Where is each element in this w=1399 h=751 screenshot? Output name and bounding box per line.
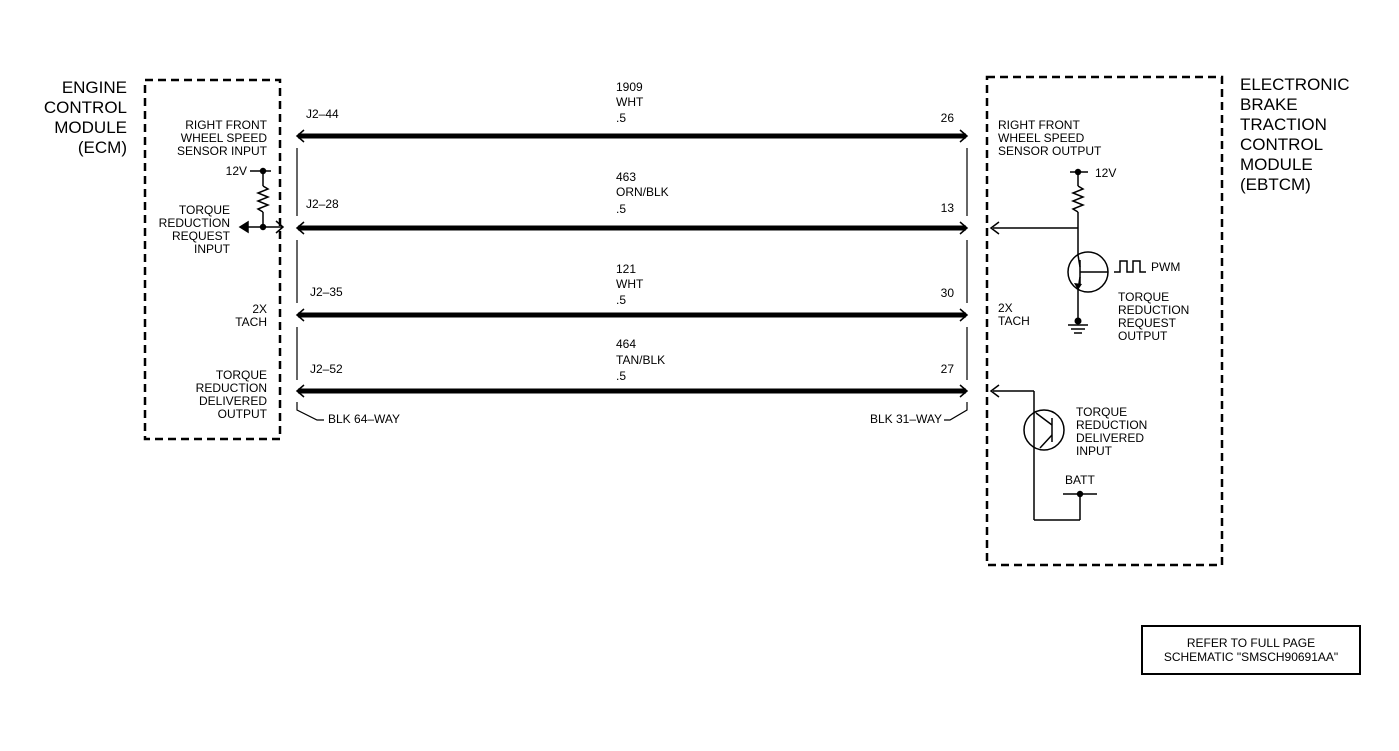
ecm-connector-label: BLK 64–WAY (328, 412, 400, 426)
wire-circuit-number: 1909 (616, 80, 643, 94)
ecm-pin-torque-request-label: REQUEST (172, 229, 231, 243)
ebtcm-pin-number: 26 (941, 111, 955, 125)
delivered-input-line: DELIVERED (1076, 431, 1144, 445)
wire-1909 (295, 129, 969, 143)
reference-line: REFER TO FULL PAGE (1187, 636, 1315, 650)
ebtcm-12v-label: 12V (1095, 166, 1116, 180)
ebtcm-pin-wheel-speed-label: WHEEL SPEED (998, 131, 1085, 145)
wire-circuit-number: 121 (616, 262, 636, 276)
emitter-arrow-icon (1074, 283, 1082, 290)
ebtcm-title-line: (EBTCM) (1240, 175, 1311, 194)
ebtcm-request-circuit (989, 171, 1146, 334)
ground-node (1074, 317, 1082, 325)
ecm-pin-torque-request-label: TORQUE (179, 203, 230, 217)
wire-gauge: .5 (616, 202, 626, 216)
delivered-input-line: REDUCTION (1076, 418, 1147, 432)
ecm-title-line: CONTROL (44, 98, 127, 117)
ebtcm-title: ELECTRONIC BRAKE TRACTION CONTROL MODULE… (1240, 75, 1350, 194)
ebtcm-request-output-label: TORQUE REDUCTION REQUEST OUTPUT (1118, 290, 1189, 343)
ecm-pin-torque-request-label: INPUT (194, 242, 231, 256)
ecm-pin-wheel-speed-label: SENSOR INPUT (177, 144, 268, 158)
ecm-splice-node (259, 223, 267, 231)
ecm-title-line: MODULE (54, 118, 127, 137)
ebtcm-pin-tach-label: 2X (998, 301, 1013, 315)
ecm-pin-number: J2–52 (310, 362, 343, 376)
wire-gauge: .5 (616, 111, 626, 125)
wire-color: WHT (616, 277, 644, 291)
wire-circuit-number: 463 (616, 170, 636, 184)
wire-color: ORN/BLK (616, 185, 669, 199)
ecm-title: ENGINE CONTROL MODULE (ECM) (44, 78, 127, 157)
ecm-pin-tach-label: TACH (235, 315, 267, 329)
ebtcm-pin-labels: RIGHT FRONT WHEEL SPEED SENSOR OUTPUT 2X… (998, 118, 1102, 328)
ecm-pin-labels: RIGHT FRONT WHEEL SPEED SENSOR INPUT TOR… (159, 118, 268, 421)
request-output-line: REQUEST (1118, 316, 1177, 330)
wire-463 (295, 221, 969, 235)
ebtcm-pin-wheel-speed-label: RIGHT FRONT (998, 118, 1080, 132)
ecm-title-line: (ECM) (78, 138, 127, 157)
ecm-pin-torque-delivered-label: OUTPUT (218, 407, 268, 421)
ebtcm-request-transistor (1067, 251, 1109, 293)
reference-line: SCHEMATIC "SMSCH90691AA" (1164, 650, 1338, 664)
pwm-label: PWM (1151, 260, 1180, 274)
ecm-pin-number: J2–28 (306, 197, 339, 211)
ebtcm-pin-wheel-speed-label: SENSOR OUTPUT (998, 144, 1102, 158)
ebtcm-connector-label: BLK 31–WAY (870, 412, 942, 426)
ebtcm-delivered-input-label: TORQUE REDUCTION DELIVERED INPUT (1076, 405, 1147, 458)
ecm-pin-wheel-speed-label: WHEEL SPEED (181, 131, 268, 145)
ebtcm-pin-number: 27 (941, 362, 955, 376)
ebtcm-title-line: MODULE (1240, 155, 1313, 174)
ebtcm-title-line: TRACTION (1240, 115, 1327, 134)
ecm-12v-label: 12V (226, 164, 247, 178)
ecm-pin-torque-delivered-label: TORQUE (216, 368, 267, 382)
ecm-module-box (143, 78, 282, 441)
wire-labels: 1909 WHT .5 J2–44 26 463 ORN/BLK .5 J2–2… (306, 80, 954, 383)
ecm-pin-number: J2–44 (306, 107, 339, 121)
ecm-12v-node (259, 167, 267, 175)
wire-color: TAN/BLK (616, 353, 665, 367)
batt-label: BATT (1065, 473, 1095, 487)
ebtcm-12v-node (1074, 168, 1082, 176)
ebtcm-pin-tach-label: TACH (998, 314, 1030, 328)
request-output-line: TORQUE (1118, 290, 1169, 304)
ecm-pin-tach-label: 2X (252, 302, 267, 316)
ebtcm-pin-number: 13 (941, 201, 955, 215)
wire-gauge: .5 (616, 293, 626, 307)
wire-gauge: .5 (616, 369, 626, 383)
wire-121 (295, 308, 969, 322)
ebtcm-title-line: BRAKE (1240, 95, 1298, 114)
ebtcm-pin-number: 30 (941, 286, 955, 300)
ebtcm-title-line: ELECTRONIC (1240, 75, 1350, 94)
delivered-input-line: TORQUE (1076, 405, 1127, 419)
reference-box: REFER TO FULL PAGE SCHEMATIC "SMSCH90691… (1141, 625, 1361, 675)
wire-color: WHT (616, 95, 644, 109)
wire-464 (295, 384, 969, 398)
ecm-title-line: ENGINE (62, 78, 127, 97)
ebtcm-delivered-transistor (1023, 409, 1065, 451)
request-output-line: REDUCTION (1118, 303, 1189, 317)
ecm-pin-torque-delivered-label: DELIVERED (199, 394, 267, 408)
ebtcm-title-line: CONTROL (1240, 135, 1323, 154)
connector-brackets (296, 148, 968, 421)
ecm-pin-number: J2–35 (310, 285, 343, 299)
ecm-pin-torque-delivered-label: REDUCTION (196, 381, 267, 395)
batt-node (1076, 490, 1084, 498)
ebtcm-delivered-circuit (989, 384, 1097, 521)
ebtcm-module-box (985, 75, 1224, 567)
delivered-input-line: INPUT (1076, 444, 1113, 458)
request-output-line: OUTPUT (1118, 329, 1168, 343)
wire-circuit-number: 464 (616, 337, 636, 351)
ecm-pin-torque-request-label: REDUCTION (159, 216, 230, 230)
ecm-pin-wheel-speed-label: RIGHT FRONT (185, 118, 267, 132)
